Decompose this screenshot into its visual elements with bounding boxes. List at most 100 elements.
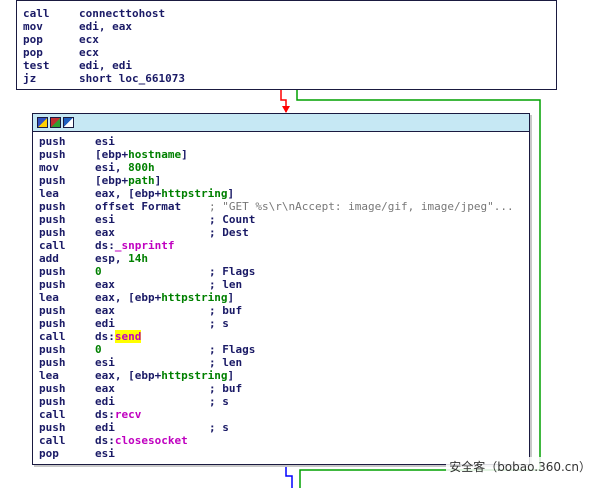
comment: ; len <box>209 278 243 291</box>
comment: ; Flags <box>209 343 256 356</box>
operand-part[interactable]: recv <box>114 408 142 421</box>
operand-part: ] <box>227 291 235 304</box>
comment: ; len <box>209 356 243 369</box>
operand: edi, edi <box>79 59 132 72</box>
operand-part: edi <box>95 395 115 408</box>
operand-part[interactable]: _snprintf <box>114 239 175 252</box>
operand: esp, 14h <box>95 252 148 265</box>
operand-part: edi <box>95 421 115 434</box>
comment: ; Count <box>209 213 256 226</box>
operand-part: ds: <box>95 239 115 252</box>
operand: ds:_snprintf <box>95 239 174 252</box>
comment: ; "GET %s\r\nAccept: image/gif, image/jp… <box>209 200 514 213</box>
mnemonic: call <box>39 434 66 447</box>
comment: ; buf <box>209 382 243 395</box>
operand: eax <box>95 278 115 291</box>
operand-part: eax <box>95 278 115 291</box>
mnemonic: push <box>39 382 66 395</box>
operand-part[interactable]: hostname <box>128 148 182 161</box>
mnemonic: push <box>39 226 66 239</box>
mnemonic: push <box>39 265 66 278</box>
mnemonic: push <box>39 135 66 148</box>
operand-part[interactable]: httpstring <box>161 291 228 304</box>
operand-part: short loc_661073 <box>79 72 185 85</box>
operand-part: edi, edi <box>79 59 132 72</box>
operand-part: ] <box>227 369 235 382</box>
operand: [ebp+hostname] <box>95 148 188 161</box>
mnemonic: push <box>39 148 66 161</box>
operand: eax <box>95 304 115 317</box>
graph-icon[interactable] <box>37 117 48 128</box>
operand-part[interactable]: send <box>114 330 142 343</box>
operand-part: ds: <box>95 434 115 447</box>
operand: connecttohost <box>79 7 165 20</box>
operand: eax, [ebp+httpstring] <box>95 291 234 304</box>
edge-false-arrow <box>282 106 290 113</box>
window-icon[interactable] <box>63 117 74 128</box>
mnemonic: mov <box>23 20 43 33</box>
operand-part: eax <box>95 226 115 239</box>
block-titlebar <box>33 114 529 132</box>
mnemonic: push <box>39 317 66 330</box>
operand: eax, [ebp+httpstring] <box>95 369 234 382</box>
operand-part: connecttohost <box>79 7 166 20</box>
operand-part: ] <box>227 187 235 200</box>
operand-part[interactable]: 0 <box>95 265 102 278</box>
chart-icon[interactable] <box>50 117 61 128</box>
operand-part: esi, <box>95 161 129 174</box>
edge-fallthrough <box>285 465 293 488</box>
operand-part: [ebp+ <box>95 148 129 161</box>
operand: esi <box>95 447 115 460</box>
mnemonic: call <box>23 7 50 20</box>
operand: edi <box>95 317 115 330</box>
operand-part: esi <box>95 135 115 148</box>
operand: [ebp+path] <box>95 174 161 187</box>
mnemonic: push <box>39 304 66 317</box>
operand-part[interactable]: 14h <box>128 252 148 265</box>
mnemonic: call <box>39 408 66 421</box>
operand-part: eax, [ebp+ <box>95 187 162 200</box>
operand: ds:closesocket <box>95 434 188 447</box>
operand: short loc_661073 <box>79 72 185 85</box>
mnemonic: push <box>39 200 66 213</box>
operand: eax <box>95 382 115 395</box>
operand-part[interactable]: closesocket <box>114 434 188 447</box>
mnemonic: push <box>39 356 66 369</box>
operand-part: esi <box>95 447 115 460</box>
operand: edi <box>95 421 115 434</box>
operand-part: ] <box>181 148 188 161</box>
operand: esi <box>95 213 115 226</box>
operand: eax, [ebp+httpstring] <box>95 187 234 200</box>
operand: eax <box>95 226 115 239</box>
operand-part: ] <box>154 174 162 187</box>
watermark: 安全客（bobao.360.cn） <box>446 457 594 476</box>
operand-part: eax, [ebp+ <box>95 291 162 304</box>
mnemonic: push <box>39 395 66 408</box>
operand: 0 <box>95 265 102 278</box>
mnemonic: lea <box>39 369 59 382</box>
operand: ds:recv <box>95 408 141 421</box>
operand: edi <box>95 395 115 408</box>
operand: ds:send <box>95 330 142 343</box>
operand-part[interactable]: 800h <box>128 161 155 174</box>
mnemonic: pop <box>23 33 43 46</box>
mnemonic: push <box>39 421 66 434</box>
comment: ; s <box>209 395 229 408</box>
operand-part[interactable]: httpstring <box>161 187 228 200</box>
operand: esi <box>95 356 115 369</box>
operand-part[interactable]: httpstring <box>161 369 228 382</box>
operand-part: eax <box>95 382 115 395</box>
comment: ; s <box>209 421 229 434</box>
operand-part: [ebp+ <box>95 174 129 187</box>
mnemonic: push <box>39 278 66 291</box>
operand-part[interactable]: 0 <box>95 343 102 356</box>
operand-part: esi <box>95 213 115 226</box>
operand: esi <box>95 135 115 148</box>
operand-part: ds: <box>95 330 115 343</box>
operand-part: ds: <box>95 408 115 421</box>
comment: ; buf <box>209 304 243 317</box>
operand-part[interactable]: path <box>128 174 155 187</box>
mnemonic: call <box>39 239 66 252</box>
